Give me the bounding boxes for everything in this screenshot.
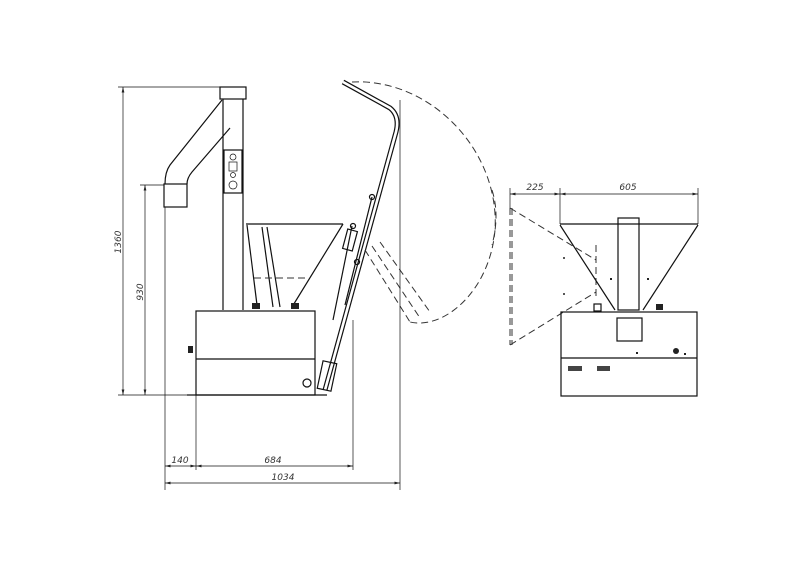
dim-tilt-offset: 225 [526, 183, 543, 193]
control-panel [223, 149, 243, 194]
front-dimension-lines [509, 188, 699, 224]
tilted-position-phantom [351, 81, 496, 324]
dim-hopper-width: 605 [619, 183, 636, 193]
front-base-box [560, 311, 698, 397]
column-cap [219, 86, 247, 100]
lift-handle [316, 79, 400, 392]
knobs [252, 303, 299, 309]
dim-outlet-height: 930 [136, 283, 146, 300]
side-view: 1360 930 140 684 1034 [114, 79, 496, 490]
front-hopper [559, 217, 699, 312]
dim-outlet-offset: 140 [171, 456, 188, 466]
column [222, 99, 244, 310]
dim-total-length: 1034 [272, 473, 295, 483]
dimension-lines [118, 86, 401, 490]
outlet-pipe [163, 99, 231, 208]
front-view: 225 605 [491, 183, 699, 397]
dim-total-height: 1360 [114, 230, 124, 253]
front-phantom [491, 189, 597, 346]
dim-base-length: 684 [264, 456, 281, 466]
hopper [246, 223, 344, 308]
base-box [187, 310, 327, 396]
